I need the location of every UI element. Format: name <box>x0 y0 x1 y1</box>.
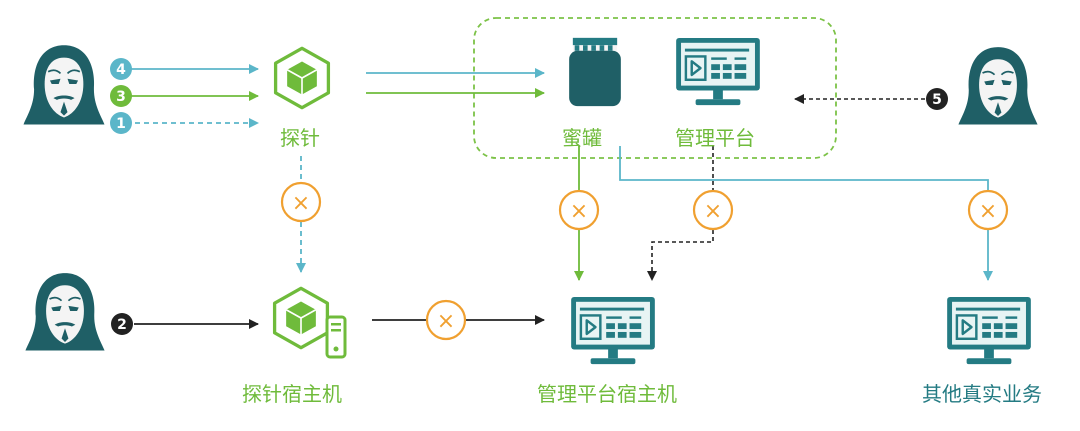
step-number: 1 <box>116 116 126 132</box>
step-number: 5 <box>932 92 942 108</box>
probe-icon <box>273 46 331 110</box>
blocked-icon: × <box>425 299 467 341</box>
honeypot-icon <box>569 37 621 107</box>
step-badge-2: 2 <box>111 313 133 335</box>
attacker-icon-left-bottom <box>24 272 106 352</box>
probe-label: 探针 <box>280 126 320 150</box>
platform-monitor-icon <box>674 36 762 107</box>
step-number: 2 <box>117 317 127 333</box>
step-badge-3: 3 <box>110 85 132 107</box>
attacker-icon-left-top <box>22 44 106 126</box>
probe-host-cube-icon <box>272 286 330 350</box>
blocked-icon: × <box>967 189 1009 231</box>
step-badge-4: 4 <box>110 58 132 80</box>
step-badge-1: 1 <box>110 112 132 134</box>
platform-host-monitor-icon <box>569 295 657 366</box>
link-honeypot-to-business <box>619 146 989 190</box>
step-number: 3 <box>116 89 126 105</box>
business-monitor-icon <box>945 295 1033 366</box>
step-badge-5: 5 <box>926 88 948 110</box>
blocked-icon: × <box>280 181 322 223</box>
svg-text:×: × <box>437 309 455 334</box>
platform-host-label: 管理平台宿主机 <box>537 382 677 406</box>
probe-host-label: 探针宿主机 <box>242 382 342 406</box>
blocked-icon: × <box>558 189 600 231</box>
business-label: 其他真实业务 <box>922 382 1042 406</box>
step-number: 4 <box>116 62 126 78</box>
honeypot-label: 蜜罐 <box>562 126 602 150</box>
svg-text:×: × <box>570 199 588 224</box>
svg-text:×: × <box>704 199 722 224</box>
honeypot-zone-border <box>473 17 837 159</box>
attacker-icon-right <box>957 46 1039 126</box>
platform-label: 管理平台 <box>675 126 755 150</box>
server-icon <box>325 315 347 359</box>
svg-text:×: × <box>292 191 310 216</box>
svg-text:×: × <box>979 199 997 224</box>
arrow-platform-to-host <box>647 230 714 281</box>
blocked-icon: × <box>692 189 734 231</box>
